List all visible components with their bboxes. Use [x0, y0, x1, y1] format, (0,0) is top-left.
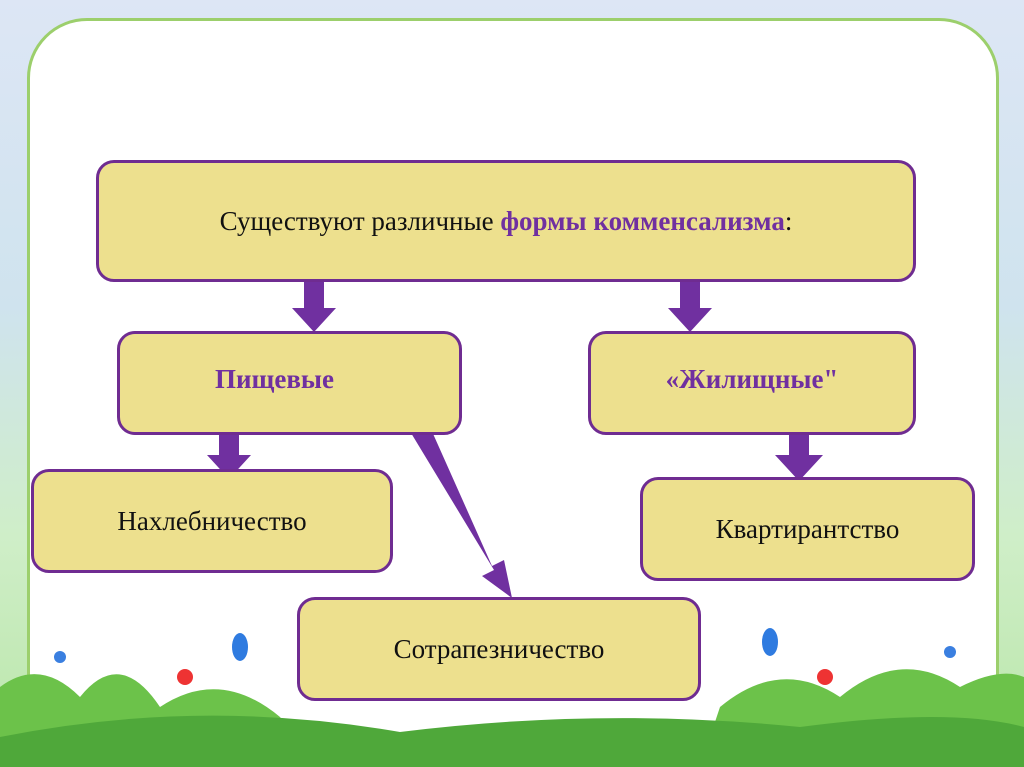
- box-kvartirantstvo: Квартирантство: [640, 477, 975, 581]
- box-nakhlebnichestvo: Нахлебничество: [31, 469, 393, 573]
- label: Квартирантство: [715, 513, 900, 544]
- title-box: Существуют различные формы комменсализма…: [96, 160, 916, 282]
- box-pishchevye: Пищевые: [117, 331, 462, 435]
- arrow-down-pishchevye: [207, 425, 251, 479]
- arrow-down-zhilishchnye: [775, 425, 823, 481]
- arrow-down-right: [668, 280, 712, 332]
- arrow-diagonal: [408, 418, 512, 598]
- label: Сотрапезничество: [393, 633, 605, 664]
- grass-decoration: [0, 628, 1024, 767]
- box-zhilishchnye: «Жилищные": [588, 331, 916, 435]
- arrow-down-left: [292, 280, 336, 332]
- label: «Жилищные": [665, 364, 839, 394]
- title-text: Существуют различные формы комменсализма…: [219, 205, 793, 236]
- label: Пищевые: [215, 364, 334, 394]
- label: Нахлебничество: [117, 505, 307, 536]
- box-sotrapeznichestvo: Сотрапезничество: [297, 597, 701, 701]
